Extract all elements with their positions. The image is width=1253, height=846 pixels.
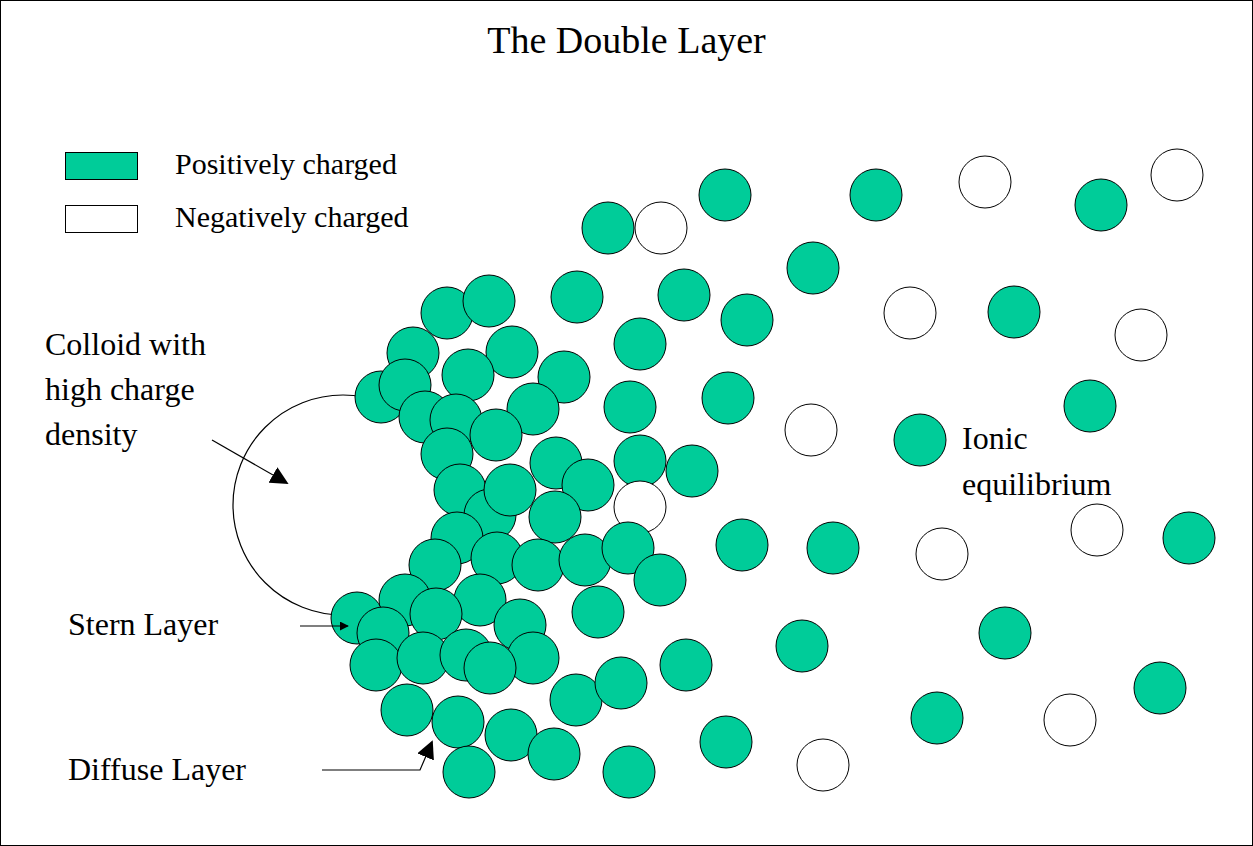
- positive-ion: [528, 728, 580, 780]
- positive-ion: [381, 684, 433, 736]
- positive-ion: [721, 294, 773, 346]
- positive-ion: [350, 639, 402, 691]
- positive-ion: [603, 746, 655, 798]
- positive-ion: [614, 435, 666, 487]
- negative-ion: [884, 287, 936, 339]
- negative-ion: [635, 202, 687, 254]
- negative-ion: [1115, 309, 1167, 361]
- positive-ion: [484, 464, 536, 516]
- positive-ion: [443, 746, 495, 798]
- annotation-label: Stern Layer: [68, 605, 218, 643]
- positive-ion: [666, 445, 718, 497]
- positive-ion: [614, 318, 666, 370]
- positive-ion: [850, 169, 902, 221]
- positive-ion: [988, 286, 1040, 338]
- positive-ion: [551, 271, 603, 323]
- negative-ion: [1071, 504, 1123, 556]
- positive-ion: [658, 269, 710, 321]
- annotation-label: Diffuse Layer: [68, 750, 246, 788]
- legend-text: Positively charged: [175, 147, 397, 181]
- negative-ion: [1044, 694, 1096, 746]
- label-text: Diffuse Layer: [68, 751, 246, 787]
- label-text: Ionic equilibrium: [962, 420, 1111, 502]
- positive-ion: [894, 414, 946, 466]
- positive-ion: [432, 696, 484, 748]
- positive-ion: [595, 657, 647, 709]
- diagram-title: The Double Layer: [0, 18, 1253, 62]
- positive-ion: [1163, 512, 1215, 564]
- positive-ion: [463, 275, 515, 327]
- positive-ion: [572, 586, 624, 638]
- positive-ion: [634, 554, 686, 606]
- positive-ion: [442, 349, 494, 401]
- positive-ion: [702, 372, 754, 424]
- negative-ion: [1151, 149, 1203, 201]
- legend-label: Negatively charged: [175, 200, 409, 233]
- leader-line: [322, 742, 432, 770]
- positive-ion: [716, 519, 768, 571]
- legend-swatch: [65, 205, 138, 233]
- positive-ion: [1134, 662, 1186, 714]
- positive-ion: [604, 381, 656, 433]
- positive-ion: [787, 242, 839, 294]
- annotation-label: Colloid with high charge density: [45, 322, 250, 457]
- positive-ion: [1064, 380, 1116, 432]
- positive-ion: [660, 639, 712, 691]
- positive-ion: [1075, 179, 1127, 231]
- positive-ion: [700, 716, 752, 768]
- negative-ion: [959, 156, 1011, 208]
- negative-ion: [916, 528, 968, 580]
- leader-line: [300, 625, 348, 626]
- leader-line: [212, 440, 287, 483]
- positive-ion: [699, 169, 751, 221]
- negative-ion: [797, 739, 849, 791]
- annotation-label: Ionic equilibrium: [962, 415, 1137, 507]
- positive-ion: [464, 642, 516, 694]
- label-text: Colloid with high charge density: [45, 326, 206, 452]
- positive-ion: [550, 674, 602, 726]
- legend-label: Positively charged: [175, 147, 397, 180]
- positive-ion: [512, 539, 564, 591]
- label-text: Stern Layer: [68, 606, 218, 642]
- positive-ion: [582, 202, 634, 254]
- positive-ion: [807, 522, 859, 574]
- positive-ion: [979, 607, 1031, 659]
- positive-ion: [529, 491, 581, 543]
- positive-ion: [911, 692, 963, 744]
- negative-ion: [785, 404, 837, 456]
- legend-text: Negatively charged: [175, 200, 409, 234]
- positive-ion: [776, 620, 828, 672]
- legend-swatch: [65, 152, 138, 180]
- positive-ion: [470, 409, 522, 461]
